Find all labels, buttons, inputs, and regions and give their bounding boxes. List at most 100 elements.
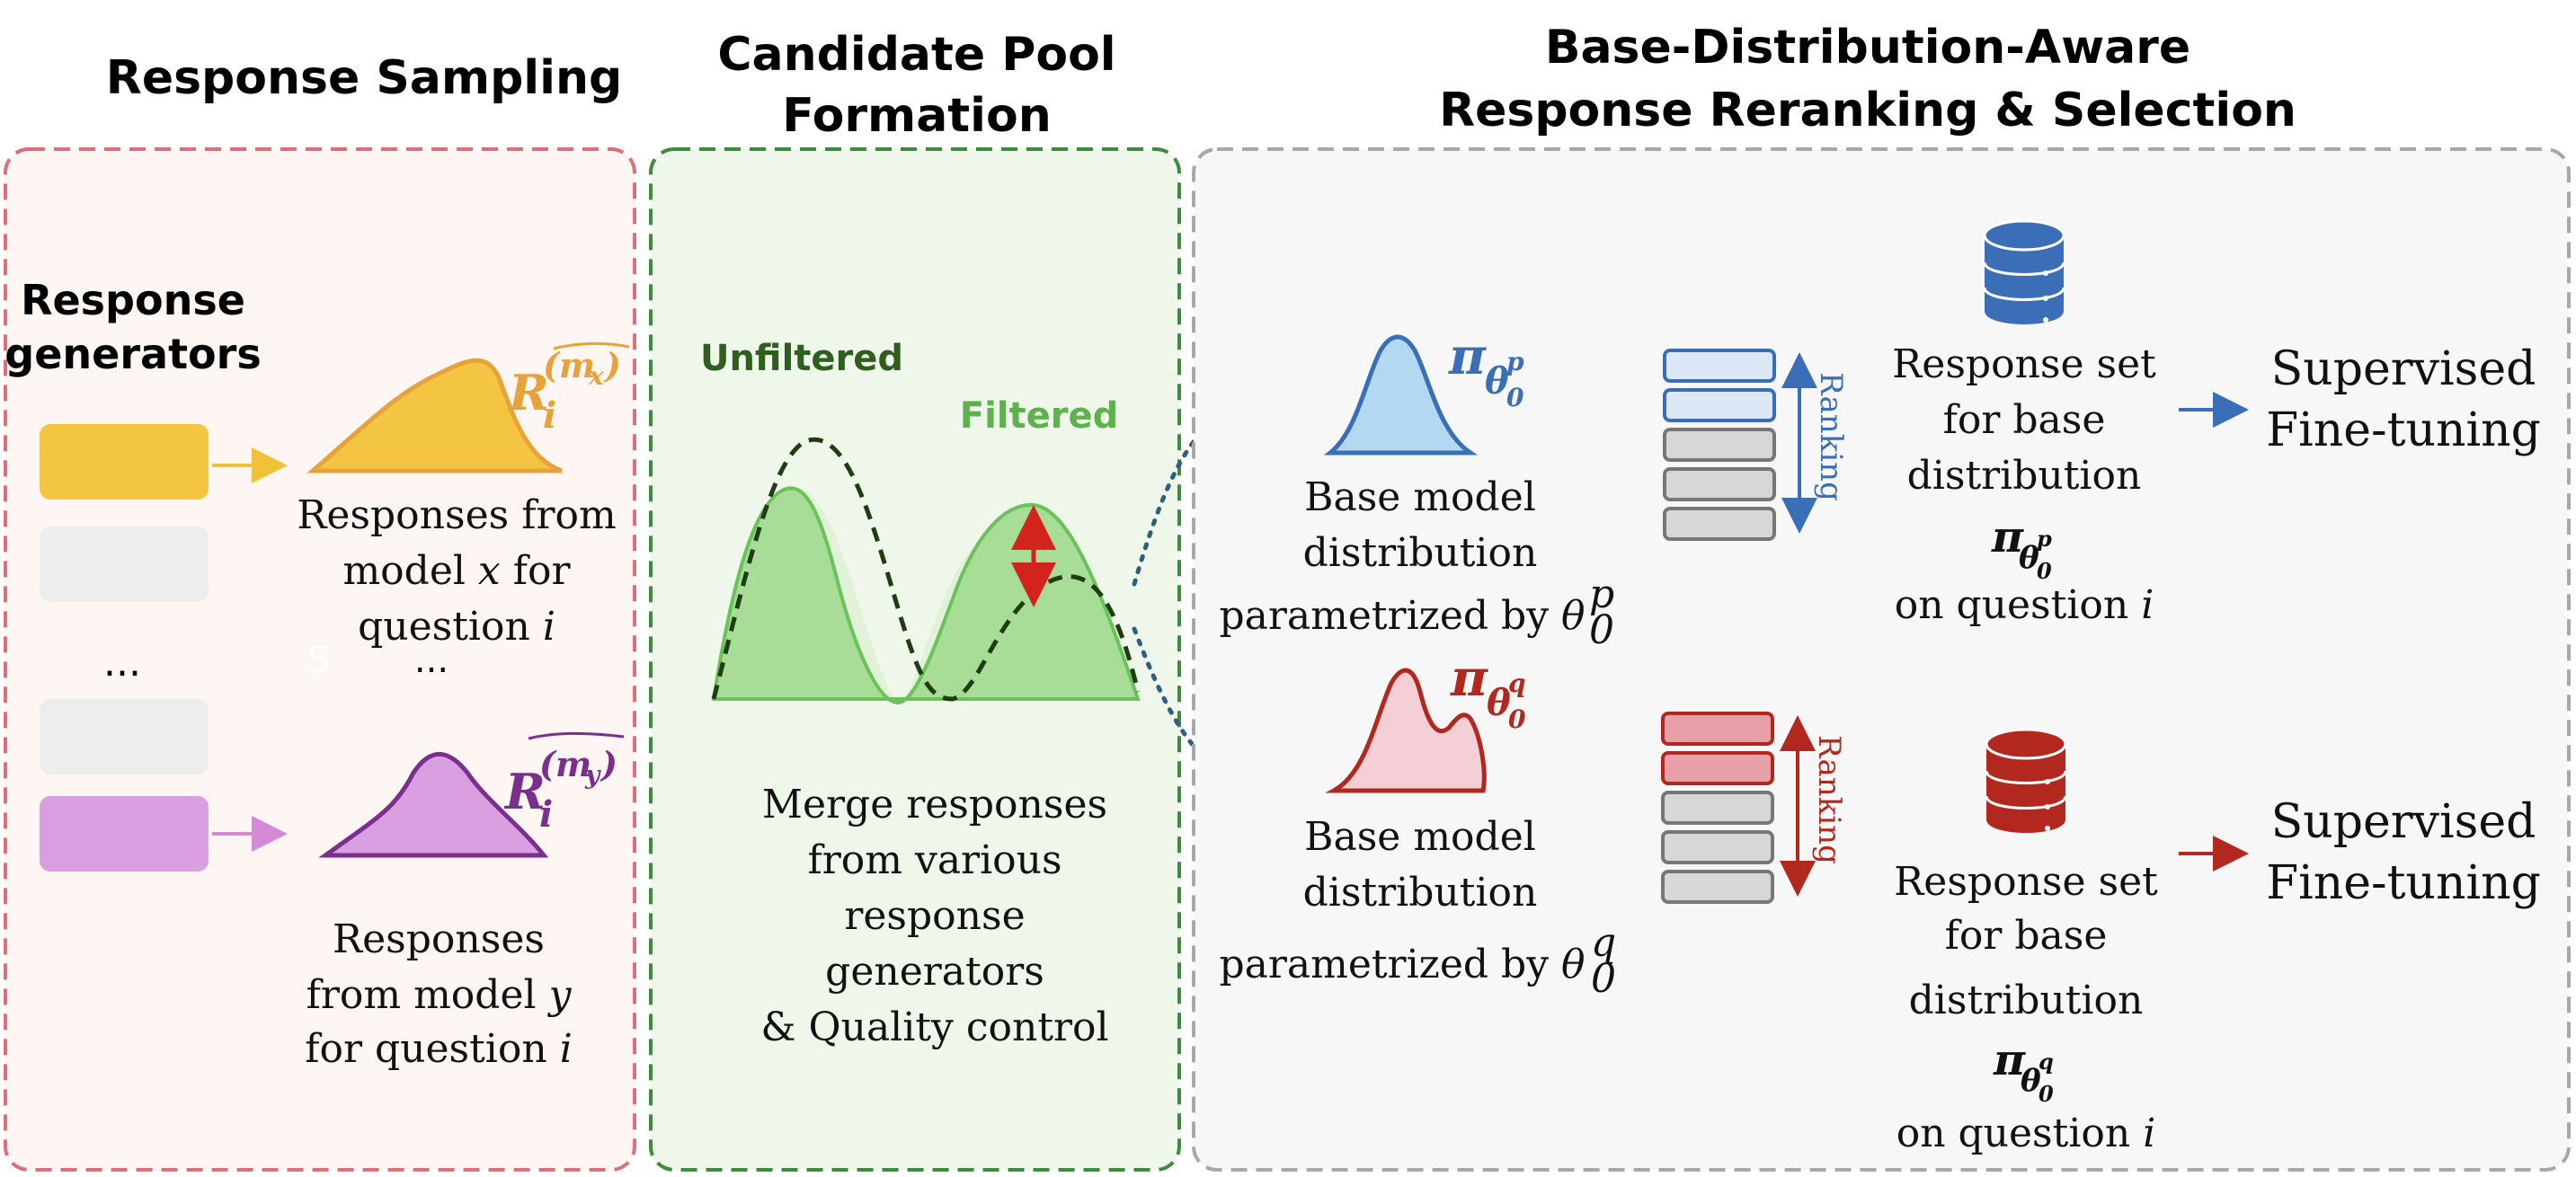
database-icon <box>1985 728 2067 833</box>
ranking-label-q: Ranking <box>1811 735 1847 864</box>
generator-box-placeholder <box>40 527 209 602</box>
q-caption-line3: parametrized by θ <box>1219 942 1585 987</box>
caption-y-line3: for question i <box>305 1026 573 1072</box>
q-caption-theta-sup: q <box>1591 920 1616 966</box>
q-caption-line2: distribution <box>1303 870 1538 916</box>
q-set-line1: Response set <box>1894 859 2158 905</box>
distribution-curve-y <box>318 751 549 858</box>
pool-caption-line2: from various <box>807 837 1061 883</box>
caption-y-line2: from model y <box>306 972 573 1018</box>
svg-text:p: p <box>1506 347 1524 376</box>
caption-y-line1: Responses <box>333 916 545 962</box>
pi-label-p: π θ 0 p <box>1448 327 1524 412</box>
ranked-response-q <box>1661 870 1774 904</box>
base-distribution-p-curve <box>1323 334 1479 456</box>
ranked-response-q <box>1661 830 1774 864</box>
unfiltered-distribution <box>711 437 1141 702</box>
pi-label-q: π θ 0 q <box>1450 649 1526 734</box>
label-response-set-x: R i (m x ) <box>507 341 630 437</box>
label-response-set-y: R i (m y ) <box>503 731 625 836</box>
svg-text:0: 0 <box>2039 1081 2054 1107</box>
p-set-line3: distribution <box>1907 453 2142 499</box>
svg-text:π: π <box>1448 327 1487 386</box>
svg-text:): ) <box>600 744 617 784</box>
base-distribution-q-curve <box>1325 668 1487 793</box>
q-caption-theta-sub: 0 <box>1591 956 1616 1002</box>
faint-mark: S <box>307 640 330 681</box>
panel-candidate-pool <box>649 147 1181 1172</box>
q-set-line3: distribution <box>1909 978 2144 1023</box>
generator-box-x <box>40 424 209 500</box>
svg-text:θ: θ <box>1487 682 1511 724</box>
pool-caption-line1: Merge responses <box>762 782 1107 827</box>
ranked-response-p-top <box>1663 349 1776 383</box>
ranked-response-q-top <box>1661 712 1774 746</box>
svg-text:q: q <box>1508 668 1526 698</box>
caption-x-line3: question i <box>358 604 555 650</box>
svg-text:0: 0 <box>1506 383 1524 412</box>
panel-rerank-selection <box>1192 147 2571 1172</box>
svg-text:i: i <box>539 793 553 836</box>
sft-q-line2: Fine-tuning <box>2266 856 2541 910</box>
generators-ellipsis: ... <box>103 640 141 686</box>
generator-box-y <box>40 796 209 872</box>
caption-x-line2: model x for <box>342 548 571 594</box>
unfiltered-label: Unfiltered <box>700 338 903 379</box>
p-caption-line1: Base model <box>1304 474 1536 520</box>
svg-text:θ: θ <box>2019 540 2039 576</box>
responses-ellipsis: ... <box>414 640 449 681</box>
p-set-line1: Response set <box>1892 341 2156 387</box>
ranked-response-p <box>1663 428 1776 462</box>
sft-p-line2: Fine-tuning <box>2266 403 2541 457</box>
p-caption-line2: distribution <box>1303 530 1538 576</box>
ranked-response-q-top <box>1661 751 1774 785</box>
sft-q-line1: Supervised <box>2271 795 2536 849</box>
svg-text:0: 0 <box>1508 704 1526 734</box>
arrow-pool-to-q <box>1132 626 1248 789</box>
p-set-pi: π θ 0 p <box>1991 512 2052 584</box>
svg-text:y: y <box>584 760 601 790</box>
ranked-response-p-top <box>1663 388 1776 422</box>
p-set-line2: for base <box>1943 397 2106 443</box>
q-set-pi: π θ 0 q <box>1993 1035 2054 1107</box>
svg-text:i: i <box>543 394 556 437</box>
q-set-line5: on question i <box>1896 1111 2156 1156</box>
svg-text:π: π <box>1450 649 1488 708</box>
generator-box-placeholder <box>40 699 209 774</box>
header-candidate-pool-line1: Candidate Pool <box>717 28 1115 82</box>
svg-text:π: π <box>1993 1035 2026 1085</box>
svg-text:θ: θ <box>1485 360 1509 403</box>
p-caption-theta-sub: 0 <box>1589 607 1614 653</box>
ranked-response-p <box>1663 467 1776 501</box>
ranked-response-p <box>1663 507 1776 541</box>
q-caption-line1: Base model <box>1304 814 1536 860</box>
svg-text:θ: θ <box>2021 1063 2041 1099</box>
caption-x-line1: Responses from <box>297 492 616 538</box>
sft-p-line1: Supervised <box>2271 342 2536 396</box>
arrow-pool-to-p <box>1132 397 1248 587</box>
generators-label-line1: Response <box>21 276 245 324</box>
header-rerank-line1: Base-Distribution-Aware <box>1545 21 2190 75</box>
p-caption-theta-sup: p <box>1589 571 1614 617</box>
header-rerank-line2: Response Reranking & Selection <box>1439 84 2296 137</box>
svg-text:p: p <box>2037 526 2052 552</box>
pool-caption-line4: generators <box>825 949 1044 995</box>
svg-text:): ) <box>603 345 621 385</box>
header-candidate-pool-line2: Formation <box>782 89 1051 143</box>
p-caption-line3: parametrized by θ <box>1219 593 1585 639</box>
q-set-line2: for base <box>1945 913 2108 959</box>
svg-text:0: 0 <box>2037 558 2052 584</box>
pool-caption-line3: response <box>844 893 1025 939</box>
svg-text:x: x <box>588 361 604 391</box>
filtered-label: Filtered <box>960 395 1118 437</box>
distribution-curve-x <box>306 358 563 473</box>
header-response-sampling: Response Sampling <box>106 51 622 105</box>
svg-text:q: q <box>2039 1049 2054 1075</box>
database-icon <box>1983 219 2065 324</box>
svg-text:(m: (m <box>539 744 591 784</box>
ranked-response-q <box>1661 791 1774 825</box>
generators-label-line2: generators <box>4 330 261 378</box>
svg-text:(m: (m <box>543 345 595 385</box>
svg-text:π: π <box>1991 512 2024 562</box>
